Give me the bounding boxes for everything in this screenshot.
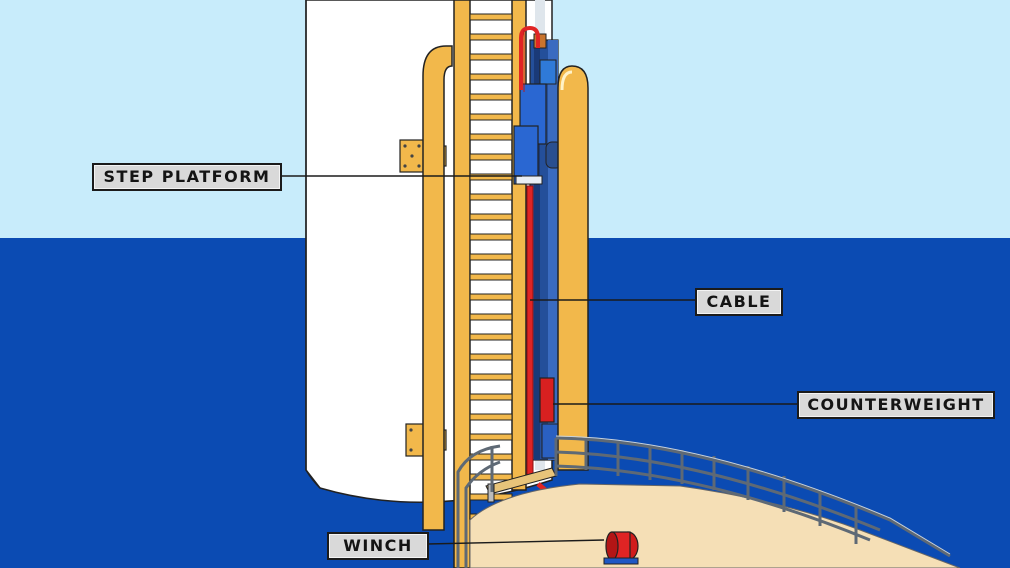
ladder-rung <box>469 73 513 81</box>
label-winch: WINCH <box>327 532 429 560</box>
boat-landing-tube-left <box>422 45 453 531</box>
label-step-platform: STEP PLATFORM <box>92 163 282 191</box>
ladder-rung <box>469 433 513 441</box>
label-counterweight: COUNTERWEIGHT <box>797 391 995 419</box>
ladder-rung <box>469 393 513 401</box>
ladder-rung <box>469 413 513 421</box>
ladder-rung <box>469 233 513 241</box>
ladder-rung <box>469 133 513 141</box>
counterweight <box>539 377 555 423</box>
railing <box>456 436 951 568</box>
winch-drum-icon <box>603 531 639 565</box>
ladder-rung <box>469 173 513 181</box>
ladder-rung <box>469 33 513 41</box>
ladder-rung <box>469 293 513 301</box>
ladder-rung <box>469 313 513 321</box>
ladder-rung <box>469 13 513 21</box>
ladder-rung <box>469 373 513 381</box>
railing-highlight <box>555 435 951 555</box>
leader-lines <box>280 175 797 545</box>
boat-landing-tube-right <box>557 65 589 471</box>
ladder-rung <box>469 93 513 101</box>
ladder-rung <box>469 213 513 221</box>
ladder-rung <box>469 353 513 361</box>
leader-winch <box>426 539 605 545</box>
ladder-rung <box>469 253 513 261</box>
ladder-rung <box>469 273 513 281</box>
deck-platform <box>469 483 961 568</box>
ladder-rung <box>469 153 513 161</box>
ladder-rung <box>469 113 513 121</box>
ladder-rung <box>469 333 513 341</box>
label-cable: CABLE <box>695 288 783 316</box>
ladder-rung <box>469 193 513 201</box>
ladder-rung <box>469 53 513 61</box>
